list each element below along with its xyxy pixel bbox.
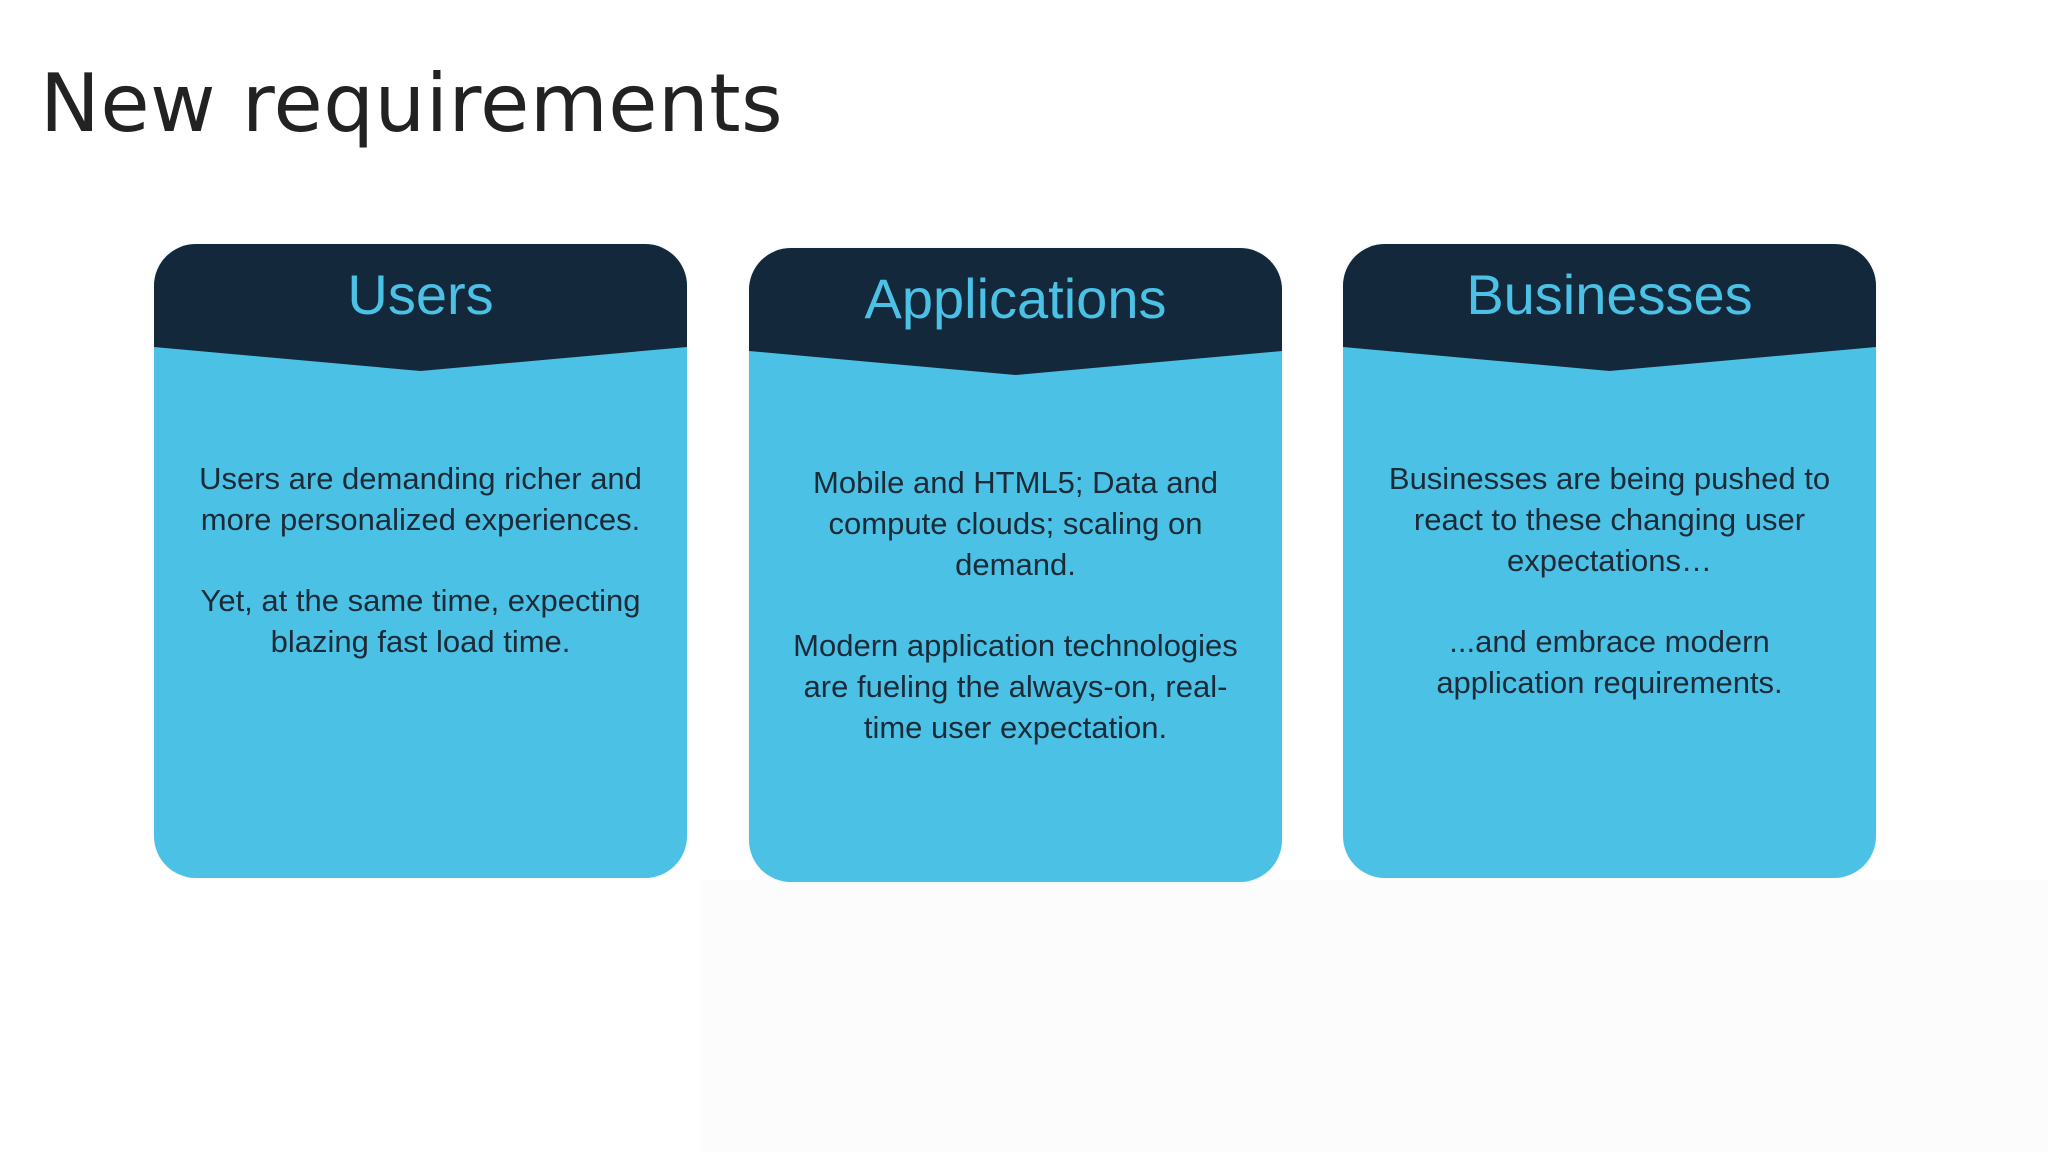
card-body: Businesses are being pushed to react to … xyxy=(1383,458,1836,703)
card-businesses: Businesses Businesses are being pushed t… xyxy=(1343,244,1876,878)
background-panel xyxy=(700,880,2048,1152)
card-body: Users are demanding richer and more pers… xyxy=(194,458,647,662)
card-paragraph: Mobile and HTML5; Data and compute cloud… xyxy=(813,465,1218,582)
card-users: Users Users are demanding richer and mor… xyxy=(154,244,687,878)
card-header-banner xyxy=(154,244,687,371)
slide-title: New requirements xyxy=(40,57,784,150)
card-header-banner xyxy=(749,248,1282,375)
card-paragraph: Modern application technologies are fuel… xyxy=(793,628,1238,745)
card-body: Mobile and HTML5; Data and compute cloud… xyxy=(789,462,1242,748)
card-header: Applications xyxy=(749,248,1282,375)
card-title: Businesses xyxy=(1466,263,1753,326)
card-title: Users xyxy=(347,263,494,326)
card-header: Businesses xyxy=(1343,244,1876,371)
card-paragraph: Users are demanding richer and more pers… xyxy=(199,461,642,537)
card-applications: Applications Mobile and HTML5; Data and … xyxy=(749,248,1282,882)
card-paragraph: ...and embrace modern application requir… xyxy=(1436,624,1783,700)
card-paragraph: Businesses are being pushed to react to … xyxy=(1388,461,1831,578)
card-title: Applications xyxy=(864,267,1167,330)
card-header-banner xyxy=(1343,244,1876,371)
card-header: Users xyxy=(154,244,687,371)
card-paragraph: Yet, at the same time, expecting blazing… xyxy=(200,583,641,659)
